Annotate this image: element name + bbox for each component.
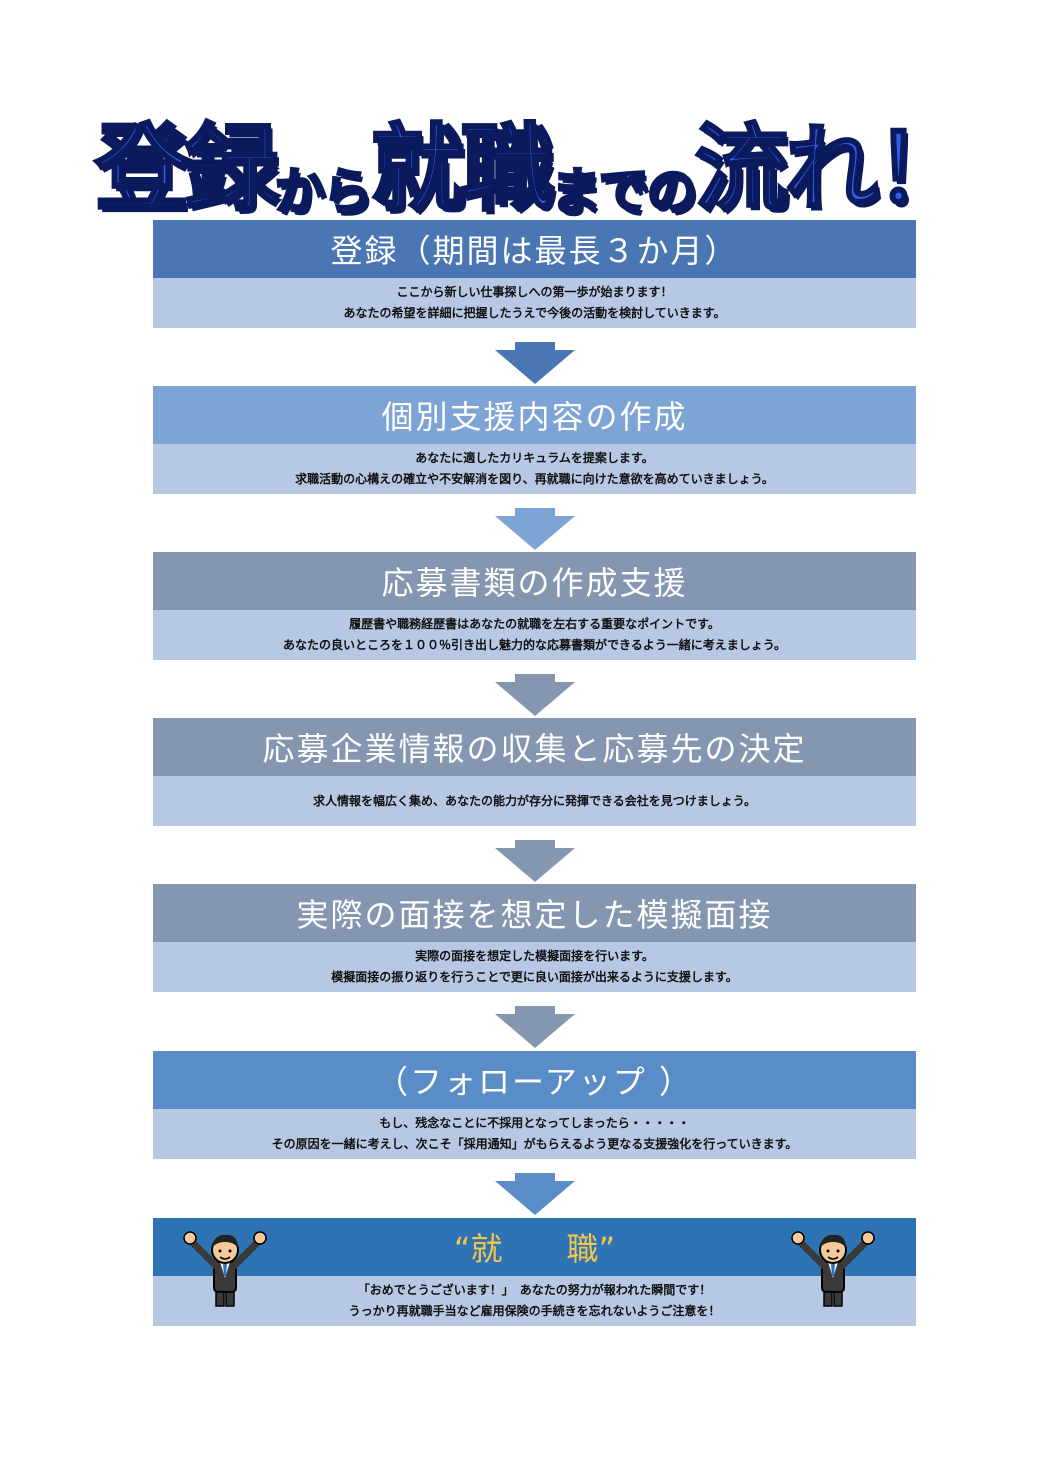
step-title: 応募企業情報の収集と応募先の決定 — [153, 718, 916, 776]
main-title: 登録から就職までの流れ！ — [93, 92, 970, 224]
title-part-madeno: までの — [550, 163, 699, 221]
step-description: 実際の面接を想定した模擬面接を行います。 模擬面接の振り返りを行うことで更に良い… — [153, 942, 916, 992]
title-part-employment: 就職 — [369, 115, 556, 224]
title-part-flow: 流れ！ — [694, 115, 971, 224]
step-description-line: 実際の面接を想定した模擬面接を行います。 — [415, 949, 654, 963]
step-title: 実際の面接を想定した模擬面接 — [153, 884, 916, 942]
step-description-line: 履歴書や職務経歴書はあなたの就職を左右する重要なポイントです。 — [349, 617, 720, 631]
down-arrow-icon — [495, 1173, 575, 1215]
step-description-line: あなたに適したカリキュラムを提案します。 — [415, 451, 654, 465]
step-company-research: 応募企業情報の収集と応募先の決定 求人情報を幅広く集め、あなたの能力が存分に発揮… — [153, 718, 916, 826]
step-follow-up: （フォローアップ ） もし、残念なことに不採用となってしまったら・・・・・ その… — [153, 1051, 916, 1159]
step-title: 登録（期間は最長３か月） — [153, 220, 916, 278]
cheering-man-icon — [791, 1231, 875, 1307]
step-description-line: もし、残念なことに不採用となってしまったら・・・・・ — [379, 1116, 690, 1130]
step-description-line: 求人情報を幅広く集め、あなたの能力が存分に発揮できる会社を見つけましょう。 — [312, 793, 757, 808]
step-description: 履歴書や職務経歴書はあなたの就職を左右する重要なポイントです。 あなたの良いとこ… — [153, 610, 916, 660]
step-support-plan: 個別支援内容の作成 あなたに適したカリキュラムを提案します。 求職活動の心構えの… — [153, 386, 916, 494]
step-title: （フォローアップ ） — [153, 1051, 916, 1109]
down-arrow-icon — [495, 1006, 575, 1048]
cheering-man-icon — [183, 1231, 267, 1307]
title-part-kara: から — [274, 163, 375, 221]
step-registration: 登録（期間は最長３か月） ここから新しい仕事探しへの第一歩が始まります！ あなた… — [153, 220, 916, 328]
down-arrow-icon — [495, 342, 575, 384]
step-description: 「おめでとうございます！」 あなたの努力が報われた瞬間です！ うっかり再就職手当… — [153, 1276, 916, 1326]
step-description-line: うっかり再就職手当など雇用保険の手続きを忘れないようご注意を！ — [348, 1304, 721, 1318]
down-arrow-icon — [495, 674, 575, 716]
step-description-line: 模擬面接の振り返りを行うことで更に良い面接が出来るように支援します。 — [331, 970, 738, 984]
step-description-line: 「おめでとうございます！」 あなたの努力が報われた瞬間です！ — [357, 1283, 712, 1297]
down-arrow-icon — [495, 508, 575, 550]
title-part-registration: 登録 — [93, 115, 280, 224]
step-description-line: あなたの良いところを１００％引き出し魅力的な応募書類ができるよう一緒に考えましょ… — [282, 638, 787, 652]
step-description-line: その原因を一緒に考えし、次こそ「採用通知」がもらえるよう更なる支援強化を行ってい… — [271, 1137, 798, 1151]
step-description: ここから新しい仕事探しへの第一歩が始まります！ あなたの希望を詳細に把握したうえ… — [153, 278, 916, 328]
down-arrow-icon — [495, 840, 575, 882]
step-title: 応募書類の作成支援 — [153, 552, 916, 610]
step-title: “就 職” — [153, 1218, 916, 1276]
step-description-line: ここから新しい仕事探しへの第一歩が始まります！ — [396, 285, 673, 299]
step-mock-interview: 実際の面接を想定した模擬面接 実際の面接を想定した模擬面接を行います。 模擬面接… — [153, 884, 916, 992]
step-description-line: あなたの希望を詳細に把握したうえで今後の活動を検討していきます。 — [343, 306, 726, 320]
step-employment: “就 職” 「おめでとうございます！」 あなたの努力が報われた瞬間です！ うっか… — [153, 1218, 916, 1326]
step-description: もし、残念なことに不採用となってしまったら・・・・・ その原因を一緒に考えし、次… — [153, 1109, 916, 1159]
step-title: 個別支援内容の作成 — [153, 386, 916, 444]
step-description: 求人情報を幅広く集め、あなたの能力が存分に発揮できる会社を見つけましょう。 — [153, 776, 916, 826]
step-description: あなたに適したカリキュラムを提案します。 求職活動の心構えの確立や不安解消を図り… — [153, 444, 916, 494]
step-application-documents: 応募書類の作成支援 履歴書や職務経歴書はあなたの就職を左右する重要なポイントです… — [153, 552, 916, 660]
step-description-line: 求職活動の心構えの確立や不安解消を図り、再就職に向けた意欲を高めていきましょう。 — [295, 472, 774, 486]
